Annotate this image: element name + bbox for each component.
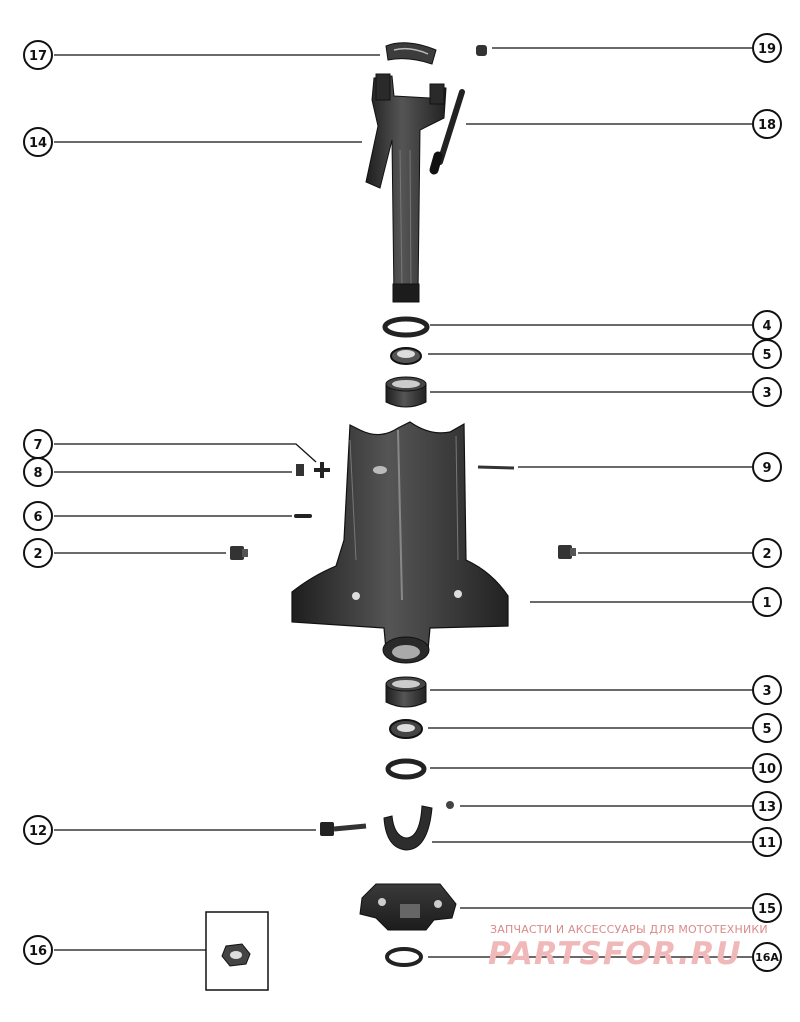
svg-text:2: 2	[33, 547, 42, 562]
leader-lines	[54, 47, 752, 958]
part-4-washer	[382, 316, 430, 338]
callout-15: 15	[752, 893, 782, 923]
callout-8: 8	[23, 457, 53, 487]
callout-12: 12	[23, 815, 53, 845]
callout-14: 14	[23, 127, 53, 157]
callout-4: 4	[752, 310, 782, 340]
callout-7: 7	[23, 429, 53, 459]
callout-2-right: 2	[752, 538, 782, 568]
callout-6: 6	[23, 501, 53, 531]
callout-9: 9	[752, 452, 782, 482]
svg-text:19: 19	[758, 42, 776, 57]
svg-text:1: 1	[762, 596, 771, 611]
callout-19: 19	[752, 33, 782, 63]
svg-text:9: 9	[762, 461, 771, 476]
svg-text:8: 8	[33, 466, 42, 481]
callout-5-lower: 5	[752, 713, 782, 743]
part-1-swivel-bracket	[291, 421, 509, 664]
part-15-steering-arm	[359, 883, 457, 931]
svg-text:14: 14	[29, 136, 47, 151]
part-2-plug-right	[558, 545, 576, 559]
svg-text:4: 4	[762, 319, 771, 334]
callouts-left: 17 14 7 8 6 2 12 16	[23, 40, 53, 965]
svg-text:7: 7	[33, 438, 42, 453]
svg-text:5: 5	[762, 348, 771, 363]
callout-3-lower: 3	[752, 675, 782, 705]
part-5-bearing-upper	[390, 347, 422, 365]
callouts-right: 19 18 4 5 3 9 2 1 3 5 10 13 11 15 16A	[752, 33, 782, 972]
svg-text:6: 6	[33, 510, 42, 525]
callout-16a: 16A	[752, 942, 782, 972]
part-19-nut	[476, 45, 487, 56]
watermark-tagline: ЗАПЧАСТИ И АКСЕССУАРЫ ДЛЯ МОТОТЕХНИКИ	[490, 923, 768, 936]
callout-5-upper: 5	[752, 339, 782, 369]
svg-text:2: 2	[762, 547, 771, 562]
callout-3-upper: 3	[752, 377, 782, 407]
callout-16: 16	[23, 935, 53, 965]
svg-text:12: 12	[29, 824, 47, 839]
watermark-logo: PARTSFOR.RU	[488, 936, 742, 972]
callout-2-left: 2	[23, 538, 53, 568]
part-3-bushing-upper	[385, 376, 427, 408]
svg-text:13: 13	[758, 800, 776, 815]
part-16-inset	[205, 911, 269, 991]
part-18-bolt	[429, 89, 465, 175]
part-7-8-fitting	[296, 462, 330, 478]
callout-17: 17	[23, 40, 53, 70]
part-12-bolt	[320, 822, 367, 836]
part-5-bearing-lower	[389, 719, 423, 739]
svg-text:18: 18	[758, 118, 776, 133]
callout-13: 13	[752, 791, 782, 821]
svg-text:16: 16	[29, 944, 47, 959]
svg-text:5: 5	[762, 722, 771, 737]
callout-18: 18	[752, 109, 782, 139]
svg-text:11: 11	[758, 836, 776, 851]
svg-text:16A: 16A	[755, 951, 779, 964]
part-13-nut	[446, 801, 454, 809]
svg-text:10: 10	[758, 762, 776, 777]
svg-text:3: 3	[762, 684, 771, 699]
part-16a-washer	[385, 947, 423, 967]
part-3-bushing-lower	[385, 676, 427, 708]
part-17-pad	[385, 42, 437, 65]
part-9-pin	[477, 465, 515, 470]
part-2-plug-left	[230, 546, 248, 560]
part-10-washer	[385, 758, 427, 780]
part-11-clamp	[383, 805, 433, 851]
callout-10: 10	[752, 753, 782, 783]
part-14-swivel-shaft	[365, 73, 447, 303]
svg-text:17: 17	[29, 49, 47, 64]
callout-1: 1	[752, 587, 782, 617]
svg-text:15: 15	[758, 902, 776, 917]
callout-11: 11	[752, 827, 782, 857]
svg-text:3: 3	[762, 386, 771, 401]
